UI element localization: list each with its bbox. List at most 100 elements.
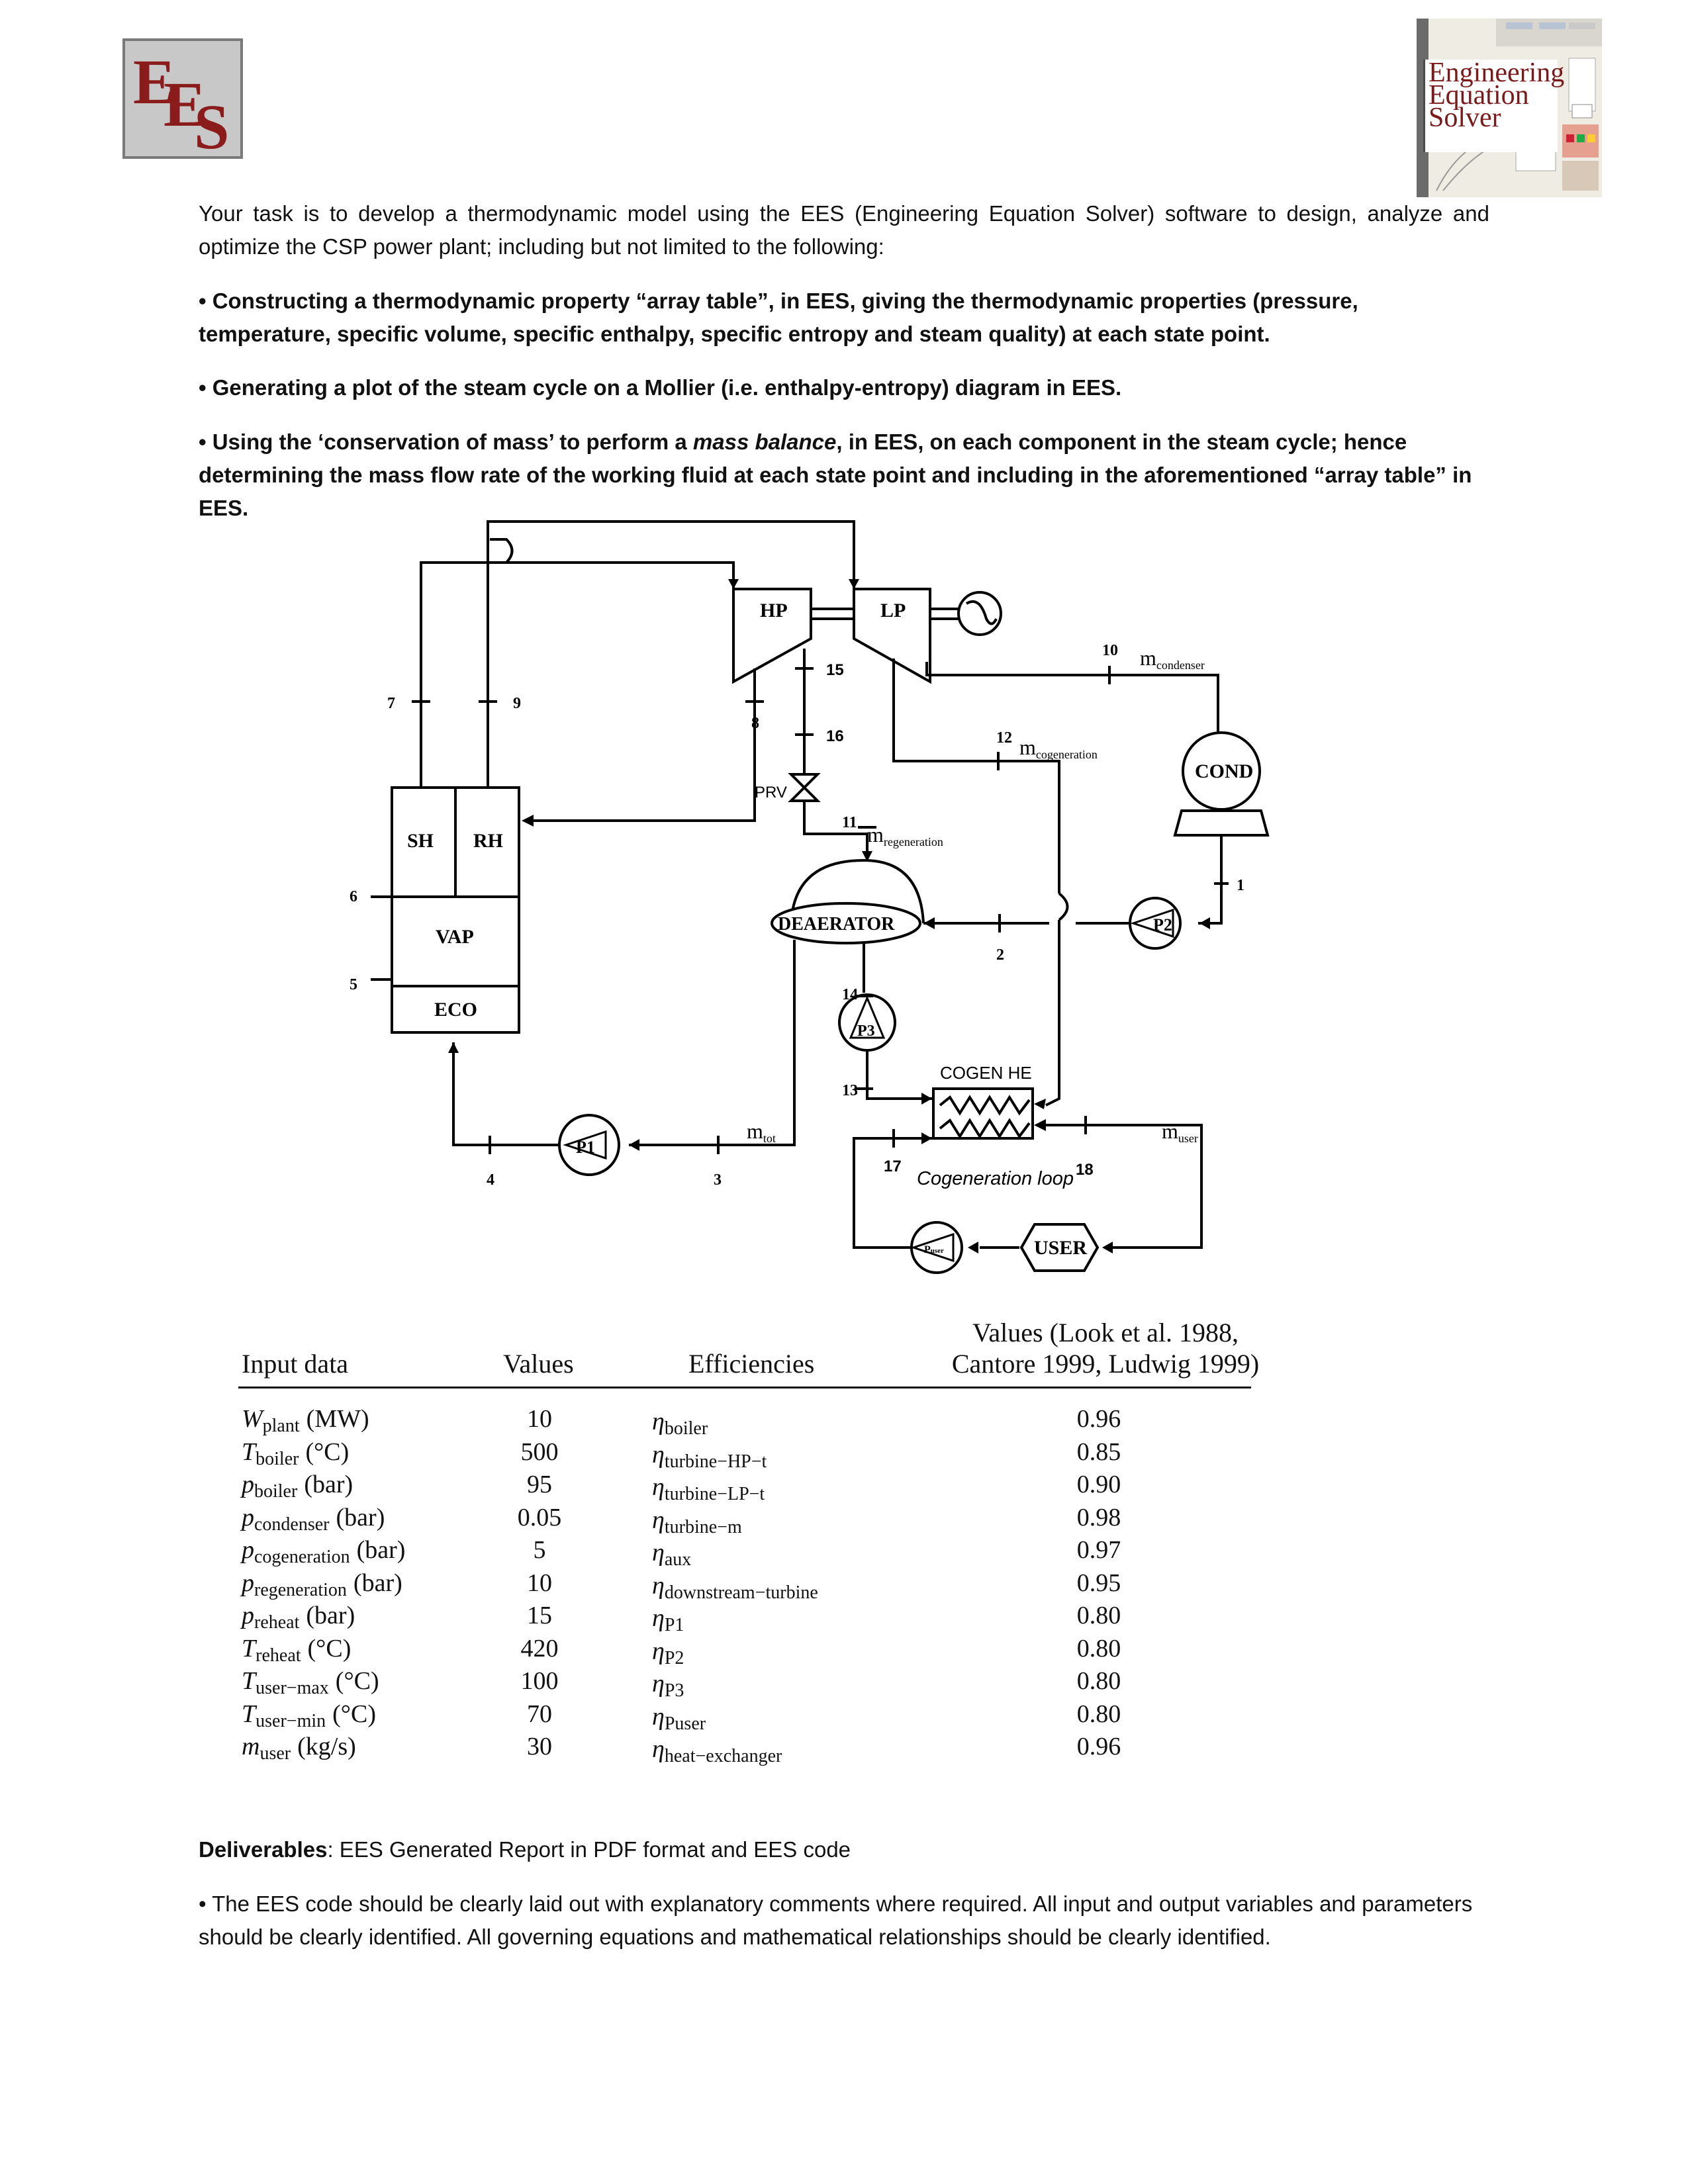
- m-tot-label: mtot: [747, 1119, 776, 1145]
- bullet-mollier-plot: • Generating a plot of the steam cycle o…: [199, 375, 1122, 400]
- eta-subscript: Puser: [664, 1713, 706, 1734]
- pipe-cold-reheat: [530, 702, 756, 822]
- var-symbol: W: [242, 1405, 263, 1433]
- var-subscript: reheat: [256, 1645, 301, 1666]
- pipe-12: [892, 659, 1060, 893]
- header-ref-line1: Values (Look et al. 1988,: [972, 1318, 1239, 1347]
- eta-symbol: η: [652, 1670, 665, 1698]
- rh-label: RH: [473, 830, 503, 852]
- state-5: 5: [350, 976, 357, 993]
- p2-label: P2: [1153, 915, 1172, 934]
- efficiency-symbol: ηturbine−HP−t: [652, 1439, 767, 1478]
- puser-symbol: [910, 1232, 955, 1263]
- state-10: 10: [1102, 642, 1118, 659]
- pipe-crossover: [1058, 892, 1069, 921]
- efficiency-value: 0.95: [1076, 1569, 1121, 1597]
- state-14: 14: [842, 986, 858, 1003]
- input-variable: Wplant(MW): [242, 1403, 369, 1442]
- var-unit: (°C): [307, 1634, 352, 1662]
- input-value: 15: [527, 1602, 552, 1629]
- arrow: [862, 851, 872, 862]
- arrow: [921, 1093, 932, 1105]
- input-variable: Tuser−max(°C): [242, 1665, 379, 1704]
- efficiency-value: 0.80: [1076, 1602, 1121, 1629]
- m-symbol: m: [747, 1119, 763, 1143]
- input-variable: Tuser−min(°C): [242, 1698, 376, 1737]
- input-variable: pcondenser(bar): [242, 1502, 385, 1541]
- m-regeneration-label: mregeneration: [867, 823, 943, 848]
- efficiency-value: 0.80: [1076, 1667, 1121, 1695]
- var-symbol: T: [242, 1700, 256, 1728]
- arrow: [629, 1139, 639, 1151]
- var-subscript: reheat: [254, 1612, 300, 1633]
- logo-text-line: Engineering: [1429, 58, 1565, 88]
- m-symbol: m: [867, 823, 884, 846]
- input-data-table: Input data Values Efficiencies Values (L…: [238, 1307, 1259, 1770]
- lp-label: LP: [880, 600, 906, 621]
- var-unit: (kg/s): [297, 1733, 356, 1760]
- input-value: 100: [520, 1667, 559, 1695]
- eta-subscript: turbine−LP−t: [664, 1484, 765, 1504]
- state-9: 9: [513, 695, 521, 712]
- deliverables-line: Deliverables: EES Generated Report in PD…: [199, 1833, 1489, 1866]
- lp-turbine: [853, 588, 931, 684]
- pipe-13: [866, 1050, 933, 1100]
- efficiency-symbol: ηP3: [652, 1668, 684, 1707]
- pipe-crossover: [490, 538, 514, 564]
- state-4: 4: [487, 1171, 494, 1189]
- puser-label: Puser: [924, 1244, 944, 1255]
- m-cogeneration-label: mcogeneration: [1019, 735, 1098, 761]
- input-variable: preheat(bar): [242, 1600, 355, 1639]
- eta-symbol: η: [652, 1539, 665, 1567]
- input-value: 10: [527, 1569, 552, 1597]
- var-symbol: T: [242, 1667, 256, 1695]
- pipe-11: [803, 801, 868, 860]
- cogen-he-label: COGEN HE: [940, 1063, 1032, 1083]
- arrow: [522, 815, 534, 827]
- efficiency-symbol: ηdownstream−turbine: [652, 1570, 818, 1609]
- generator: [957, 591, 1002, 636]
- state-7: 7: [387, 695, 395, 712]
- user-block: [1019, 1223, 1100, 1272]
- state-8: 8: [751, 715, 759, 732]
- deliverables-text: : EES Generated Report in PDF format and…: [327, 1837, 851, 1862]
- eta-subscript: aux: [664, 1549, 692, 1570]
- engineering-equation-solver-logo: Engineering Equation Solver: [1417, 19, 1602, 197]
- var-symbol: T: [242, 1437, 256, 1466]
- input-value: 10: [527, 1405, 552, 1433]
- eta-symbol: η: [652, 1473, 665, 1501]
- arrow: [448, 1042, 459, 1053]
- efficiency-value: 0.96: [1076, 1405, 1121, 1433]
- bullet-text: • Using the ‘conservation of mass’ to pe…: [199, 430, 693, 454]
- deaerator-label: DEAERATOR: [778, 914, 895, 934]
- pipe-reheat: [487, 520, 855, 788]
- bullet-array-table: • Constructing a thermodynamic property …: [199, 289, 1358, 346]
- m-subscript: user: [1178, 1132, 1198, 1145]
- var-subscript: cogeneration: [254, 1547, 350, 1567]
- var-subscript: boiler: [254, 1481, 298, 1502]
- p1-label: P1: [576, 1138, 595, 1157]
- var-subscript: user−min: [256, 1710, 326, 1731]
- efficiency-symbol: ηaux: [652, 1537, 691, 1576]
- user-label: USER: [1034, 1237, 1087, 1259]
- var-unit: (°C): [305, 1437, 350, 1466]
- eta-symbol: η: [652, 1506, 665, 1534]
- state-16: 16: [826, 727, 844, 745]
- arrow: [968, 1242, 978, 1253]
- eta-symbol: η: [652, 1571, 665, 1600]
- logo-text-line: Solver: [1429, 103, 1501, 133]
- p3-symbol: [849, 995, 886, 1039]
- var-subscript: user−max: [256, 1678, 329, 1698]
- m-subscript: condenser: [1156, 659, 1205, 672]
- final-bullet: • The EES code should be clearly laid ou…: [199, 1891, 1473, 1949]
- efficiency-value: 0.85: [1076, 1437, 1121, 1466]
- state-18: 18: [1076, 1161, 1094, 1179]
- input-value: 0.05: [517, 1503, 562, 1531]
- deaerator: [771, 902, 921, 944]
- input-value: 5: [533, 1536, 546, 1564]
- input-variable: pregeneration(bar): [242, 1567, 402, 1606]
- var-symbol: T: [242, 1634, 256, 1662]
- input-variable: muser(kg/s): [242, 1731, 356, 1770]
- m-condenser-label: mcondenser: [1140, 646, 1205, 672]
